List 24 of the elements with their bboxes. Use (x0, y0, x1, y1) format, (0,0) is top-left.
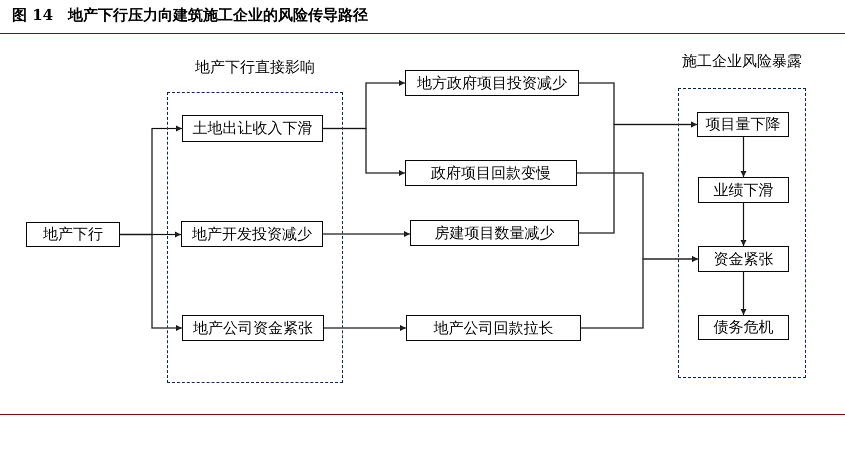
arrow (579, 122, 697, 234)
process-box: 地方政府项目投资减少 (405, 70, 579, 96)
arrow (323, 231, 410, 237)
figure-title: 图 14 地产下行压力向建筑施工企业的风险传导路径 (12, 6, 368, 25)
arrow (120, 234, 182, 331)
process-box: 资金紧张 (698, 246, 789, 272)
arrow (323, 128, 405, 176)
process-box: 政府项目回款变慢 (405, 160, 577, 186)
arrow (740, 272, 746, 315)
process-box: 项目量下降 (697, 112, 789, 137)
process-box: 业绩下滑 (698, 177, 789, 203)
process-box: 地产公司资金紧张 (182, 315, 324, 341)
process-box: 土地出让收入下滑 (182, 115, 323, 142)
process-box: 地产下行 (26, 222, 120, 247)
group-heading: 施工企业风险暴露 (682, 52, 802, 71)
process-box: 房建项目数量减少 (410, 220, 579, 246)
process-box: 地产开发投资减少 (181, 221, 323, 247)
arrow (740, 203, 746, 246)
process-box: 地产公司回款拉长 (406, 315, 581, 341)
arrow (324, 325, 406, 331)
group-heading: 地产下行直接影响 (195, 58, 315, 77)
arrow (581, 256, 698, 329)
arrow (740, 137, 746, 177)
process-box: 债务危机 (698, 315, 789, 340)
